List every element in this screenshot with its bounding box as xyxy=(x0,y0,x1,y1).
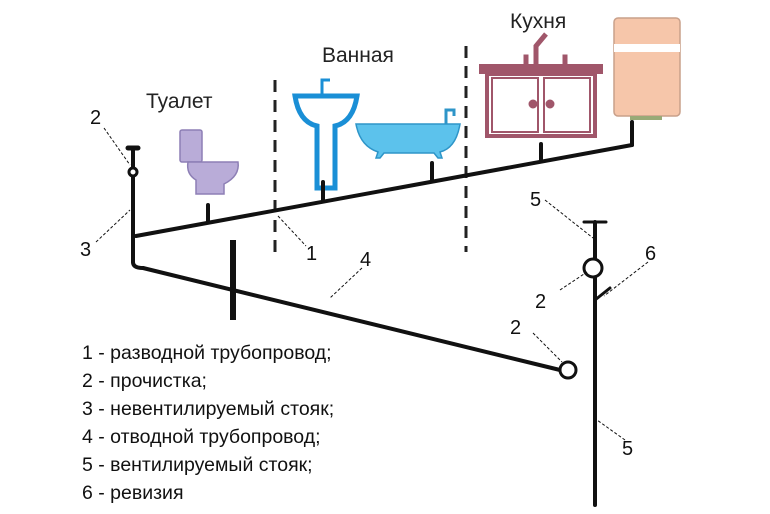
revision-branch xyxy=(593,286,612,302)
legend-item: 3 - невентилируемый стояк; xyxy=(82,398,335,420)
room-label-kitchen: Кухня xyxy=(510,10,566,33)
legend-item: 6 - ревизия xyxy=(82,482,184,504)
legend-item: 2 - прочистка; xyxy=(82,370,207,392)
toilet-icon xyxy=(179,129,239,195)
marker: 2 xyxy=(510,317,521,339)
room-label-toilet: Туалет xyxy=(146,90,213,113)
bathtub-icon xyxy=(355,108,461,159)
kitchen-sink-cabinet-icon xyxy=(479,32,603,138)
leader-lines xyxy=(95,127,649,441)
sink-icon xyxy=(292,78,360,191)
marker: 6 xyxy=(645,243,656,265)
marker: 3 xyxy=(80,239,91,261)
legend-item: 4 - отводной трубопровод; xyxy=(82,426,321,448)
marker: 4 xyxy=(360,249,371,271)
outlet-pipe xyxy=(141,266,562,372)
cleanout-icon xyxy=(127,166,604,380)
marker: 5 xyxy=(622,438,633,460)
wall-marker xyxy=(230,240,236,320)
legend-item: 5 - вентилируемый стояк; xyxy=(82,454,313,476)
marker: 1 xyxy=(306,243,317,265)
marker: 2 xyxy=(535,291,546,313)
distribution-pipe xyxy=(134,143,634,238)
room-label-bathroom: Ванная xyxy=(322,44,394,67)
marker: 5 xyxy=(530,189,541,211)
legend-item: 1 - разводной трубопровод; xyxy=(82,342,332,364)
marker: 2 xyxy=(90,107,101,129)
water-heater-icon xyxy=(613,17,681,120)
